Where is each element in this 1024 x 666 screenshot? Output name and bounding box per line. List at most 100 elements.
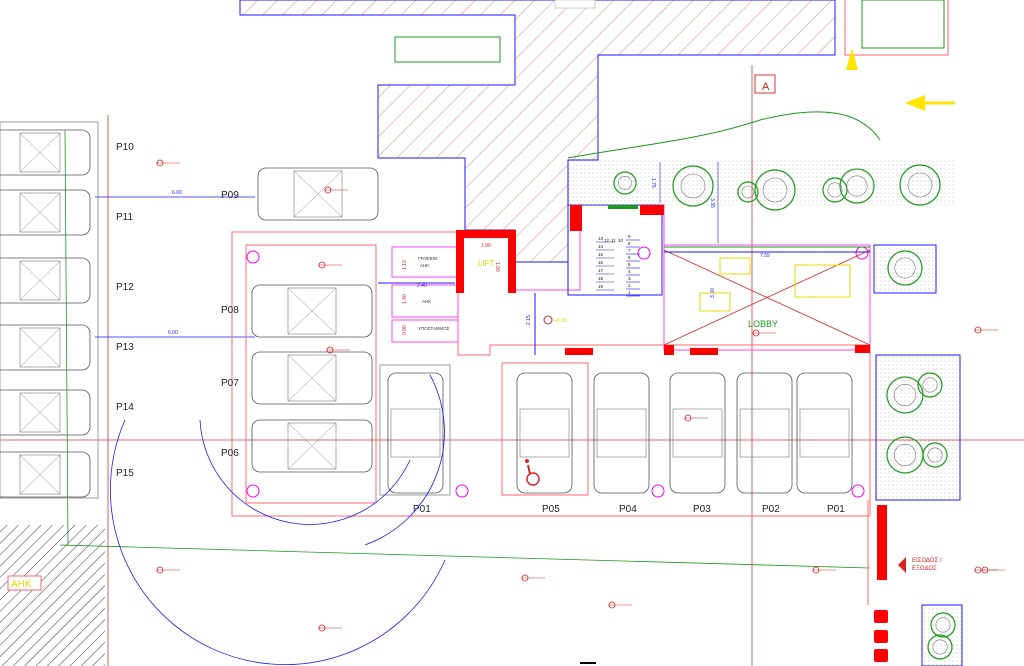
- tree-icon: [613, 171, 637, 195]
- car: [0, 324, 91, 371]
- hatched-area-bottom-left: [0, 525, 105, 666]
- dimension: 7.55: [760, 253, 770, 259]
- stair-number: 13: [598, 236, 604, 241]
- section-marker: A: [754, 74, 776, 94]
- parking-label: P05: [542, 504, 560, 515]
- dimension: 2.15: [526, 315, 532, 325]
- planter-box: [873, 244, 937, 294]
- entry-arrow-icon: [905, 95, 925, 111]
- parking-label: P06: [221, 448, 239, 459]
- parking-label: P08: [221, 305, 239, 316]
- svg-text:A: A: [762, 81, 770, 93]
- tree-icon: [822, 177, 848, 203]
- garden-curve: [567, 111, 881, 159]
- car: [516, 372, 573, 494]
- stair-number: 6: [628, 255, 631, 260]
- car: [593, 372, 650, 494]
- dimension: 0.90: [402, 325, 408, 335]
- parking-column-left: [0, 121, 99, 499]
- parking-label: P13: [116, 342, 134, 353]
- planter-top-right: [861, 0, 945, 49]
- parking-label: P12: [116, 282, 134, 293]
- dimension: 1.75: [650, 178, 656, 188]
- stair-number: 5: [628, 262, 631, 267]
- parking-bays-mid: [246, 167, 869, 498]
- tree-icon: [672, 165, 714, 207]
- stair-number: 2: [628, 283, 631, 288]
- car: [0, 451, 91, 498]
- parking-label: P04: [619, 504, 637, 515]
- tree-icon: [754, 169, 796, 211]
- dimension: 1.90: [494, 262, 500, 272]
- car: [251, 351, 373, 405]
- tree-icon: [917, 372, 943, 398]
- garden-strip: [568, 160, 956, 205]
- car: [0, 189, 91, 236]
- lift-label: LIFT: [478, 259, 495, 268]
- car: [0, 129, 91, 176]
- planter-top: [394, 36, 501, 63]
- dimension: 1.40: [402, 294, 408, 304]
- stair-number: 4: [628, 269, 631, 274]
- ahk-tag-text: AHK: [11, 579, 32, 590]
- planter-box: [875, 354, 961, 501]
- room-label: ΥΠΟΣΤΑΘΜΟΣ: [418, 326, 450, 331]
- neighbour-building-hatched: [239, 0, 836, 263]
- level-mark: +0.30: [543, 315, 567, 325]
- car: [251, 284, 373, 338]
- car: [257, 167, 379, 221]
- parking-labels-bottom: P01 P05 P04 P03 P02 P01: [413, 504, 845, 515]
- parking-label: P14: [116, 402, 134, 413]
- parking-label: P01: [827, 504, 845, 515]
- dimension: 1.10: [402, 260, 408, 270]
- stair-number: 16: [598, 260, 604, 265]
- room-label: ΓΡΑΦΕΙΟ: [418, 256, 438, 261]
- trees: [613, 164, 956, 660]
- svg-text:ΕΞΟΔΟΣ: ΕΞΟΔΟΣ: [912, 566, 937, 572]
- dimension: 6.00: [172, 190, 182, 196]
- parking-labels-left: P10 P11 P12 P13 P14 P15: [116, 142, 134, 479]
- car: [0, 389, 91, 436]
- turning-circle: [199, 419, 411, 525]
- building-outline: [231, 231, 871, 517]
- parking-label: P09: [221, 190, 239, 201]
- tree-icon: [737, 181, 759, 203]
- lobby-label: LOBBY: [748, 319, 778, 329]
- fire-extinguisher-icons: [874, 610, 888, 662]
- car: [251, 419, 373, 473]
- stair-number: 12: [604, 238, 610, 243]
- ramp: [877, 505, 887, 580]
- north-arrow-icon: [846, 48, 858, 70]
- turning-circle: [110, 419, 446, 665]
- tree-icon: [927, 634, 953, 660]
- stair-number: 17: [598, 268, 604, 273]
- dimension: 3.35: [709, 198, 715, 208]
- svg-text:ΕΙΣΟΔΟΣ /: ΕΙΣΟΔΟΣ /: [912, 558, 942, 564]
- lift-shaft: LIFT 1.90 1.90: [456, 230, 516, 293]
- stair-number: 8: [628, 241, 631, 246]
- parking-label: P02: [762, 504, 780, 515]
- tree-icon: [839, 168, 875, 204]
- tree-icon: [930, 612, 956, 638]
- service-rooms: ΓΡΑΦΕΙΟ ΑΗΚ ΑΗΚ ΥΠΟΣΤΑΘΜΟΣ 2.40 1.10 1.4…: [378, 246, 459, 343]
- parking-label: P15: [116, 468, 134, 479]
- dimension: 2.40: [417, 283, 427, 289]
- car: [0, 257, 91, 304]
- stair-number: 11: [611, 238, 616, 243]
- tree-icon: [887, 250, 923, 286]
- svg-text:+0.30: +0.30: [554, 318, 567, 324]
- stair-number: 7: [628, 248, 631, 253]
- car: [736, 372, 793, 494]
- parking-label: P01: [413, 504, 431, 515]
- car: [796, 372, 853, 494]
- car: [387, 372, 444, 494]
- stair-number: 14: [598, 244, 604, 249]
- parking-label: P07: [221, 378, 239, 389]
- dimension: 1.90: [481, 243, 491, 249]
- boundary-top-right: [844, 0, 949, 56]
- stair-number: 18: [598, 276, 604, 281]
- stair-number: 19: [598, 284, 604, 289]
